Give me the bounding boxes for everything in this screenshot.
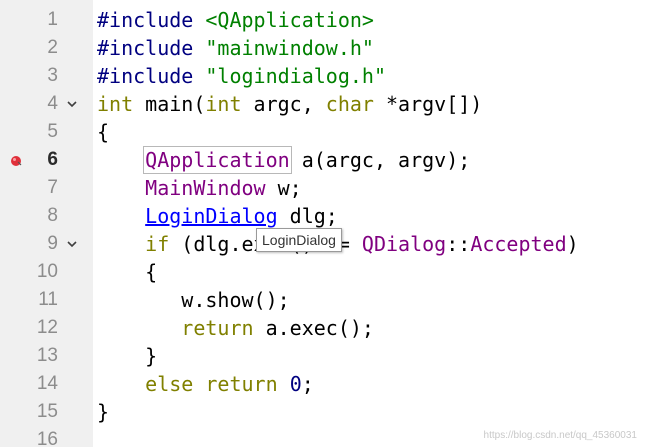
line-number: 16 — [36, 429, 58, 447]
code-text[interactable]: { — [97, 260, 157, 284]
code-text[interactable]: #include <QApplication> — [97, 8, 374, 32]
code-token: "logindialog.h" — [205, 64, 386, 88]
code-token — [97, 148, 145, 172]
code-token: return — [205, 372, 278, 396]
code-text[interactable]: int main(int argc, char *argv[]) — [97, 92, 482, 116]
code-line[interactable]: 1 #include <QApplication> — [0, 6, 645, 34]
code-token — [193, 64, 205, 88]
fold-chevron-down-icon[interactable] — [66, 98, 78, 110]
line-number: 3 — [47, 65, 58, 86]
code-text[interactable]: } — [97, 344, 157, 368]
code-text[interactable]: #include "logindialog.h" — [97, 64, 386, 88]
code-token: *argv[]) — [373, 92, 483, 116]
code-token — [97, 204, 145, 228]
code-token: int — [205, 92, 242, 116]
code-token — [97, 316, 181, 340]
code-token: "mainwindow.h" — [205, 36, 374, 60]
code-token: <QApplication> — [205, 8, 374, 32]
code-token: else — [145, 372, 194, 396]
line-number: 13 — [36, 345, 58, 366]
line-number: 9 — [47, 233, 58, 254]
code-text[interactable]: return a.exec(); — [97, 316, 374, 340]
code-line[interactable]: 15} — [0, 398, 645, 426]
code-token: } — [97, 344, 158, 368]
line-number-gutter[interactable] — [0, 0, 93, 447]
line-number: 6 — [47, 149, 58, 170]
line-number: 14 — [36, 373, 58, 394]
line-number: 2 — [47, 37, 58, 58]
code-token: QApplication — [143, 146, 292, 174]
code-token: a.exec(); — [253, 316, 374, 340]
code-line[interactable]: 3 #include "logindialog.h" — [0, 62, 645, 90]
code-token: #include — [97, 36, 194, 60]
code-line[interactable]: 4 int main(int argc, char *argv[]) — [0, 90, 645, 118]
code-text[interactable]: } — [97, 400, 109, 424]
line-number: 12 — [36, 317, 58, 338]
code-text[interactable]: else return 0; — [97, 372, 314, 396]
code-token: MainWindow — [145, 176, 266, 200]
code-line[interactable]: 16 — [0, 426, 645, 447]
code-token: if — [145, 232, 170, 256]
symbol-link[interactable]: LoginDialog — [145, 204, 278, 228]
line-number: 5 — [47, 121, 58, 142]
code-token: { — [97, 120, 110, 144]
code-text[interactable]: QApplication a(argc, argv); — [97, 146, 471, 174]
code-token: :: — [446, 232, 471, 256]
code-token: QDialog — [361, 232, 447, 256]
code-token — [97, 232, 145, 256]
code-text[interactable]: w.show(); — [97, 288, 290, 312]
code-token — [193, 8, 205, 32]
code-token: main( — [133, 92, 206, 116]
code-token — [97, 372, 145, 396]
code-token: { — [97, 260, 158, 284]
code-token: char — [325, 92, 374, 116]
code-token: #include — [97, 8, 194, 32]
code-token: Accepted — [470, 232, 567, 256]
code-line[interactable]: 6 QApplication a(argc, argv); — [0, 146, 645, 174]
code-token — [278, 372, 290, 396]
code-text[interactable]: LoginDialog dlg; — [97, 204, 338, 228]
line-number: 7 — [47, 177, 58, 198]
code-token: dlg; — [277, 204, 338, 228]
code-token: int — [97, 92, 134, 116]
code-text[interactable]: #include "mainwindow.h" — [97, 36, 374, 60]
line-number: 4 — [47, 93, 58, 114]
code-token — [193, 372, 205, 396]
code-token: ; — [301, 372, 314, 396]
code-token: ) — [566, 232, 579, 256]
hover-tooltip: LoginDialog — [256, 228, 342, 252]
code-token — [97, 176, 145, 200]
code-token: 0 — [289, 372, 302, 396]
code-line[interactable]: 11 w.show(); — [0, 286, 645, 314]
line-number: 1 — [47, 9, 58, 30]
code-token: #include — [97, 64, 194, 88]
code-text[interactable]: { — [97, 120, 109, 144]
code-line[interactable]: 9 if (dlg.exec() == QDialog::Accepted) — [0, 230, 645, 258]
line-number: 15 — [36, 401, 58, 422]
code-token — [193, 36, 205, 60]
line-number: 11 — [38, 289, 58, 310]
line-number: 8 — [47, 205, 58, 226]
code-line[interactable]: 14 else return 0; — [0, 370, 645, 398]
code-token: a(argc, argv); — [289, 148, 471, 172]
code-text[interactable]: if (dlg.exec() == QDialog::Accepted) — [97, 232, 579, 256]
fold-chevron-down-icon[interactable] — [66, 238, 78, 250]
code-line[interactable]: 8 LoginDialog dlg; — [0, 202, 645, 230]
code-line[interactable]: 12 return a.exec(); — [0, 314, 645, 342]
code-text[interactable]: MainWindow w; — [97, 176, 302, 200]
code-line[interactable]: 13 } — [0, 342, 645, 370]
watermark: https://blog.csdn.net/qq_45360031 — [483, 430, 637, 441]
code-token: w.show(); — [97, 288, 290, 312]
line-number: 10 — [36, 261, 58, 282]
code-token: } — [97, 400, 110, 424]
code-token: w; — [265, 176, 302, 200]
code-line[interactable]: 10 { — [0, 258, 645, 286]
code-line[interactable]: 2 #include "mainwindow.h" — [0, 34, 645, 62]
code-token: return — [181, 316, 254, 340]
code-token: argc, — [241, 92, 326, 116]
code-line[interactable]: 5{ — [0, 118, 645, 146]
code-line[interactable]: 7 MainWindow w; — [0, 174, 645, 202]
breakpoint-icon[interactable] — [10, 155, 22, 167]
